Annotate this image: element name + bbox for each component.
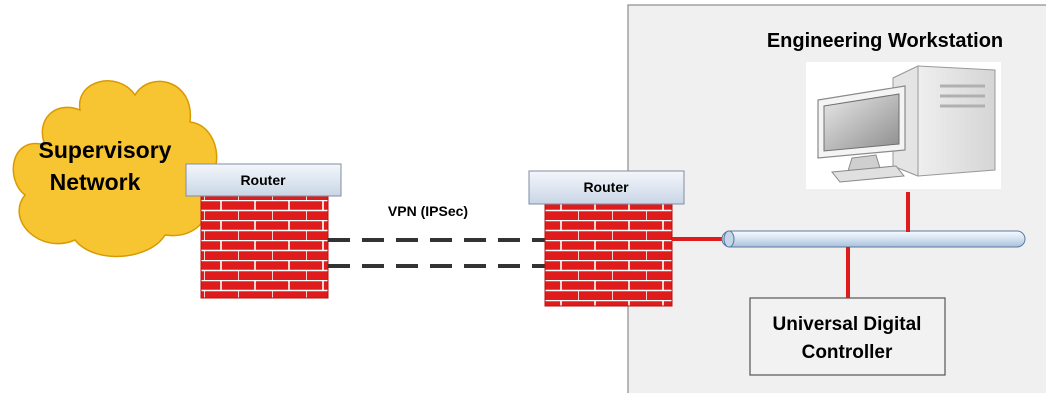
router-right-label: Router	[583, 179, 629, 195]
cloud-label-line1: Supervisory	[39, 137, 172, 163]
cloud-label-line2: Network	[50, 169, 141, 195]
router-left-cap	[185, 163, 342, 197]
firewall-left-bricks	[200, 195, 329, 299]
firewall-icon: Router	[528, 170, 685, 307]
router-left-label: Router	[240, 172, 286, 188]
firewall-icon: Router	[185, 163, 342, 299]
network-bus-icon	[721, 230, 1026, 248]
zone-title: Engineering Workstation	[767, 30, 1003, 52]
controller-label-line2: Controller	[802, 342, 893, 363]
controller-box: Universal Digital Controller	[749, 297, 946, 376]
workstation-icon	[806, 62, 1001, 189]
router-right-cap	[528, 170, 685, 205]
vpn-tunnel: VPN (IPSec)	[328, 203, 545, 268]
controller-label-line1: Universal Digital	[773, 314, 922, 335]
cloud-icon: Supervisory Network	[12, 80, 218, 258]
firewall-right-bricks	[544, 203, 673, 307]
vpn-label: VPN (IPSec)	[388, 203, 468, 219]
